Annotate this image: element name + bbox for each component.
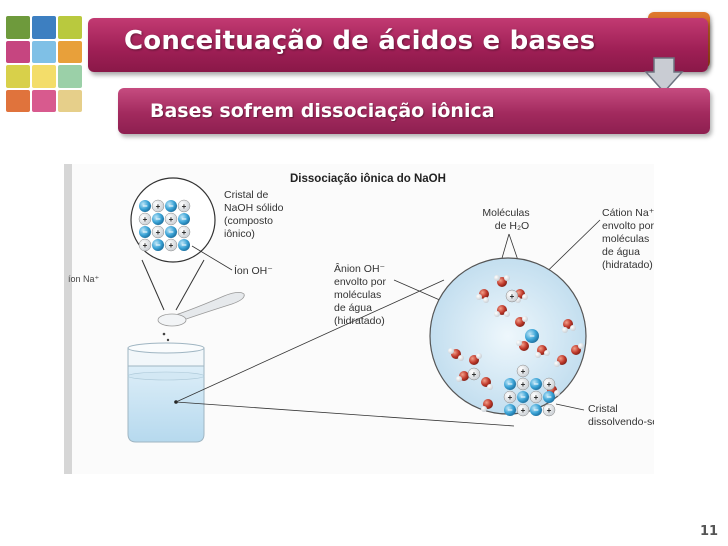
svg-text:+: + [143,241,148,250]
svg-text:+: + [521,406,526,415]
svg-text:−: − [155,214,160,224]
svg-text:−: − [507,379,512,389]
slide-title: Conceituação de ácidos e bases [124,26,596,56]
svg-text:Cátion Na⁺: Cátion Na⁺ [602,207,654,219]
svg-text:+: + [472,370,477,379]
svg-text:−: − [529,331,534,341]
down-arrow-icon [644,57,684,94]
svg-text:−: − [533,405,538,415]
ion-oh-label: Íon OH⁻ [234,264,273,277]
svg-text:+: + [143,215,148,224]
svg-text:iônico): iônico) [224,228,255,240]
svg-text:(hidratado): (hidratado) [602,259,653,271]
anion-label: Ânion OH⁻ envolto por moléculas de água … [334,262,386,327]
dissolving-crystal: ++ ++ ++ + −− −− −− [503,364,556,417]
svg-text:de H₂O: de H₂O [495,220,529,232]
svg-text:+: + [521,380,526,389]
svg-text:moléculas: moléculas [334,289,381,301]
svg-text:Cristal de: Cristal de [224,189,269,201]
svg-text:moléculas: moléculas [602,233,649,245]
svg-text:+: + [182,202,187,211]
svg-text:+: + [182,228,187,237]
svg-text:Moléculas: Moléculas [482,207,529,219]
svg-text:−: − [181,240,186,250]
svg-text:−: − [507,405,512,415]
svg-text:envolto por: envolto por [602,220,654,232]
svg-text:envolto por: envolto por [334,276,386,288]
svg-text:(composto: (composto [224,215,273,227]
svg-text:dissolvendo-se: dissolvendo-se [588,416,654,428]
crystal-label: Cristal de NaOH sólido (composto iônico) [224,189,284,240]
svg-text:+: + [169,241,174,250]
page-number: 11 [700,524,719,539]
left-edge-label: íon Na⁺ [68,274,100,284]
figure-heading: Dissociação iônica do NaOH [290,173,446,185]
svg-text:NaOH sólido: NaOH sólido [224,202,284,214]
hydrated-ions: + − + [467,289,539,381]
crystal-lattice: ++ ++ ++ ++ −− −− −− −− [138,199,191,252]
dissociation-illustration: íon Na⁺ Dissociação iônica do NaOH ++ ++… [64,164,658,474]
svg-text:−: − [168,227,173,237]
svg-text:−: − [142,201,147,211]
svg-text:+: + [547,406,552,415]
svg-text:+: + [156,202,161,211]
solution-magnifier [429,257,587,415]
svg-text:−: − [533,379,538,389]
svg-text:+: + [169,215,174,224]
svg-text:+: + [510,292,515,301]
svg-text:Ânion OH⁻: Ânion OH⁻ [334,262,386,275]
svg-text:+: + [547,380,552,389]
svg-text:+: + [508,393,513,402]
water-molecules [448,275,584,412]
svg-text:de água: de água [334,302,372,314]
svg-text:−: − [520,392,525,402]
svg-text:+: + [521,367,526,376]
crystal-dissolving-label: Cristal dissolvendo-se [588,403,658,428]
svg-text:+: + [156,228,161,237]
naoh-dissociation-figure: íon Na⁺ Dissociação iônica do NaOH ++ ++… [64,164,658,474]
title-bar [88,18,708,72]
svg-text:−: − [181,214,186,224]
svg-text:(hidratado): (hidratado) [334,315,385,327]
beaker [127,342,205,443]
svg-text:−: − [155,240,160,250]
subtitle-bar [118,88,710,134]
svg-text:−: − [168,201,173,211]
slide-subtitle: Bases sofrem dissociação iônica [150,100,495,122]
water-molecules-label: Moléculas de H₂O [482,207,529,232]
svg-text:−: − [546,392,551,402]
svg-text:−: − [142,227,147,237]
svg-text:+: + [534,393,539,402]
svg-text:de água: de água [602,246,640,258]
svg-text:Cristal: Cristal [588,403,618,415]
decorative-image-mosaic [6,16,82,112]
cation-label: Cátion Na⁺ envolto por moléculas de água… [602,207,655,271]
